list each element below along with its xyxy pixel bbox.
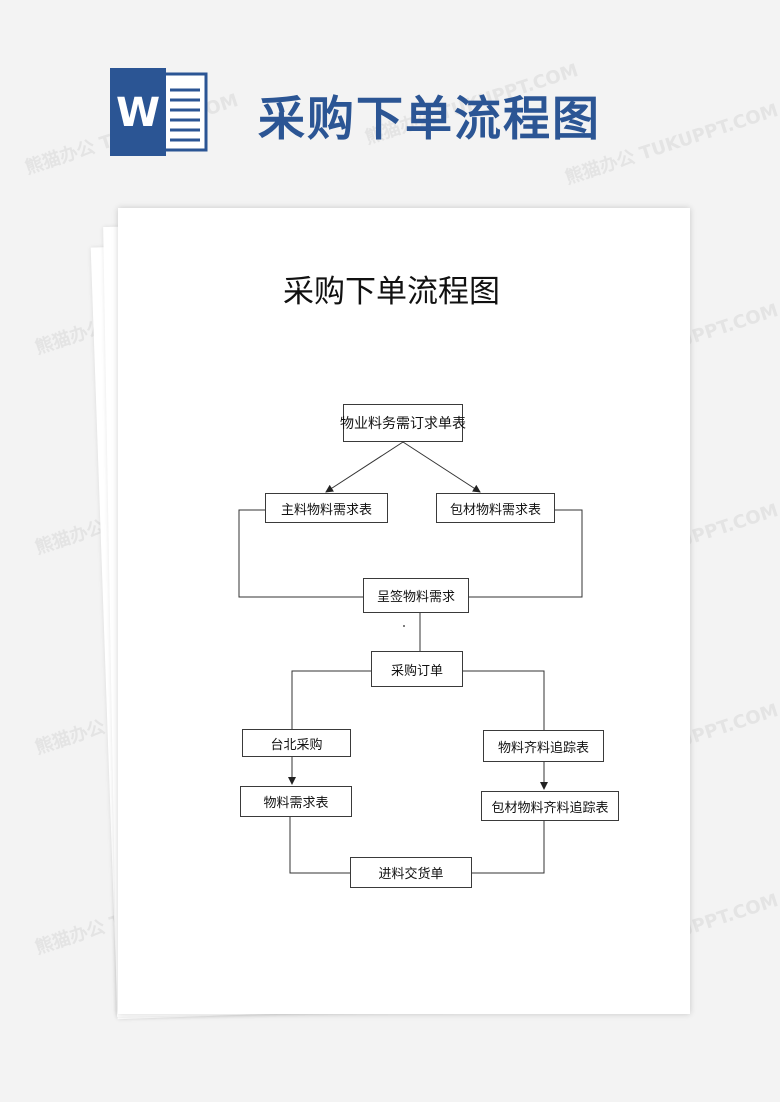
node-taipei-purchasing: 台北采购 <box>242 729 351 757</box>
document-title: 采购下单流程图 <box>283 274 500 310</box>
node-packaging-tracking: 包材物料齐料追踪表 <box>481 791 619 821</box>
banner-title: 采购下单流程图 <box>258 92 601 147</box>
node-material-order-form: 物业料务需订求单表 <box>340 404 466 442</box>
word-logo-letter: W <box>116 90 160 136</box>
node-incoming-delivery: 进料交货单 <box>350 857 472 888</box>
node-submit-approval: 呈签物料需求 <box>363 578 469 613</box>
node-packaging-material-demand: 包材物料需求表 <box>436 493 555 523</box>
node-main-material-demand: 主料物料需求表 <box>265 493 388 523</box>
node-material-demand: 物料需求表 <box>240 786 352 817</box>
node-material-tracking: 物料齐料追踪表 <box>483 730 604 762</box>
word-logo-icon: W <box>110 68 208 156</box>
node-purchase-order: 采购订单 <box>371 651 463 687</box>
